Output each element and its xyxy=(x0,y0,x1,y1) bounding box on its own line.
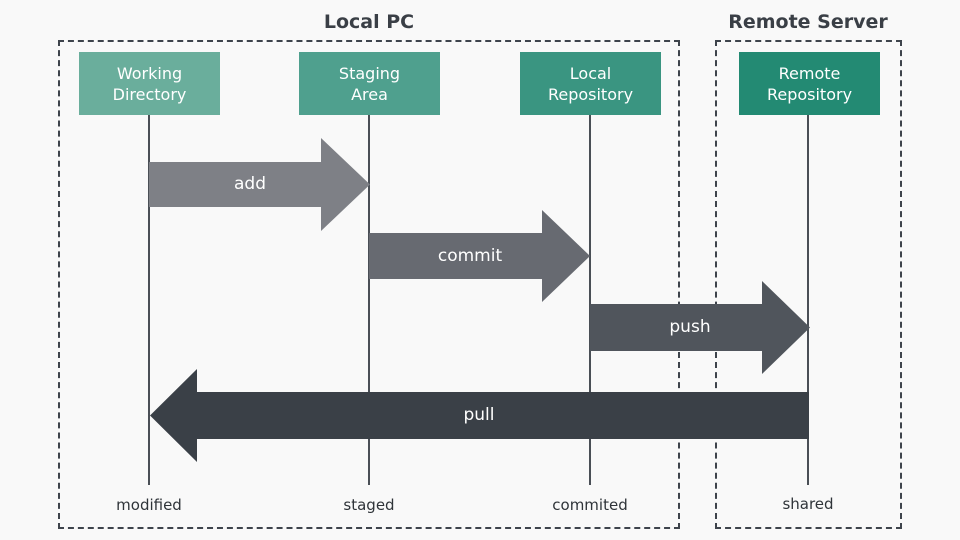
staging-area-label-line1: Staging xyxy=(338,63,401,83)
remote-repository-box: Remote Repository xyxy=(739,52,880,115)
working-directory-box: Working Directory xyxy=(79,52,220,115)
commit-arrow xyxy=(369,210,590,302)
staging-area-box: Staging Area xyxy=(299,52,440,115)
commit-label: commit xyxy=(437,246,503,266)
local-repository-box: Local Repository xyxy=(520,52,661,115)
remote-repository-label-line2: Repository xyxy=(766,84,853,104)
remote-repository-lifeline xyxy=(807,115,809,485)
state-committed: commited xyxy=(552,496,628,514)
local-pc-group xyxy=(58,40,680,529)
remote-server-group xyxy=(715,40,902,529)
working-directory-lifeline xyxy=(148,115,150,485)
local-repository-label-line2: Repository xyxy=(547,84,634,104)
local-repository-lifeline xyxy=(589,115,591,485)
push-arrow xyxy=(590,281,810,374)
working-directory-label-line2: Directory xyxy=(112,84,187,104)
working-directory-label-line1: Working xyxy=(116,63,183,83)
remote-server-title: Remote Server xyxy=(728,11,888,33)
add-arrow xyxy=(149,138,370,231)
remote-repository-label-line1: Remote xyxy=(778,63,841,83)
state-modified: modified xyxy=(116,496,182,514)
pull-label: pull xyxy=(463,405,495,425)
add-label: add xyxy=(234,174,266,194)
state-staged: staged xyxy=(343,496,395,514)
local-pc-title: Local PC xyxy=(323,11,415,33)
state-shared: shared xyxy=(782,495,834,513)
push-label: push xyxy=(669,317,711,337)
staging-area-lifeline xyxy=(368,115,370,485)
staging-area-label-line2: Area xyxy=(351,84,388,104)
pull-arrow xyxy=(150,369,809,462)
local-repository-label-line1: Local xyxy=(569,63,612,83)
